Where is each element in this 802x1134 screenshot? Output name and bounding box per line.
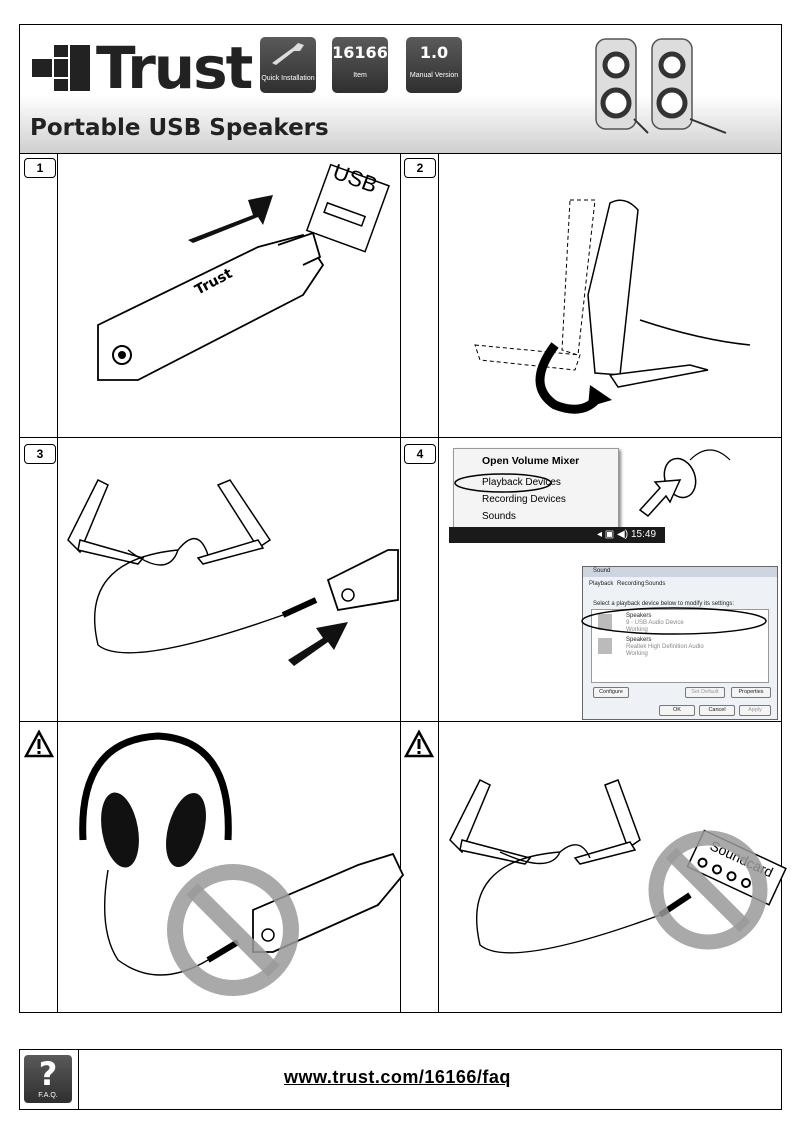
version-number: 1.0 [419, 43, 449, 62]
tab-playback[interactable]: Playback [589, 581, 614, 587]
usb-dongle-plug-in-illustration: USB Trust [97, 159, 390, 381]
mouse-right-click-illustration [638, 449, 731, 518]
device-2-status: Working [626, 651, 648, 657]
device-1-status: Working [626, 627, 648, 633]
faq-label: F.A.Q. [38, 1092, 58, 1099]
apply-button[interactable]: Apply [739, 705, 771, 716]
trust-logo-mark [32, 45, 90, 91]
warning-icon [403, 729, 435, 758]
cancel-button[interactable]: Cancel [699, 705, 735, 716]
tab-sounds[interactable]: Sounds [645, 581, 666, 587]
menu-item-recording-devices[interactable]: Recording Devices [482, 494, 566, 505]
wrench-icon [272, 43, 304, 65]
step-2-label: 2 [404, 158, 436, 178]
device-2-name[interactable]: Speakers [626, 637, 652, 643]
item-number: 16166 [332, 43, 388, 62]
speaker-device-icon [598, 614, 612, 630]
speaker-device-icon [598, 638, 612, 654]
trust-logo: Trust [32, 34, 253, 102]
no-soundcard-illustration: Soundcard [449, 778, 787, 954]
ok-button[interactable]: OK [659, 705, 695, 716]
quick-installation-label: Quick Installation [261, 75, 315, 82]
properties-button[interactable]: Properties [731, 687, 771, 698]
clock: 15:49 [631, 529, 657, 540]
usb-device-highlight-ellipse [581, 607, 767, 635]
configure-button[interactable]: Configure [593, 687, 629, 698]
version-label: Manual Version [409, 72, 459, 79]
menu-item-open-volume-mixer[interactable]: Open Volume Mixer [482, 455, 580, 467]
item-label: Item [353, 72, 367, 79]
page-title: Portable USB Speakers [30, 115, 329, 141]
version-badge: 1.0 Manual Version [406, 37, 462, 93]
faq-link[interactable]: www.trust.com/16166/faq [284, 1067, 511, 1087]
step-3-label: 3 [24, 444, 56, 464]
device-2-desc: Realtek High Definition Audio [626, 644, 704, 650]
usb-port-label: USB [330, 159, 381, 198]
playback-devices-highlight-ellipse [454, 473, 552, 493]
device-1-name[interactable]: Speakers [626, 613, 652, 619]
device-list: Speakers 9 - USB Audio Device Working Sp… [591, 609, 769, 683]
brand-name: Trust [96, 34, 253, 102]
footer: ? F.A.Q. www.trust.com/16166/faq [19, 1049, 782, 1110]
faq-icon: ? F.A.Q. [24, 1055, 72, 1103]
quick-installation-badge: Quick Installation [260, 37, 316, 93]
instruction-grid: 1 2 3 4 [19, 153, 782, 1013]
device-1-desc: 9 - USB Audio Device [626, 620, 684, 626]
sound-dialog: Sound Playback Recording Sounds Select a… [582, 566, 778, 720]
taskbar: ◂ ▣ ◀) 15:49 [449, 527, 665, 543]
dialog-titlebar: Sound [583, 567, 777, 577]
step-1-label: 1 [24, 158, 56, 178]
speaker-cable-connect-illustration [67, 478, 399, 666]
speakers-product-illustration [595, 38, 727, 134]
set-default-button[interactable]: Set Default [685, 687, 725, 698]
speaker-stand-unfold-illustration [474, 199, 751, 414]
warning-icon [23, 729, 55, 758]
speaker-tray-icon[interactable]: ◂ ▣ ◀) [597, 529, 629, 540]
menu-item-playback-devices[interactable]: Playback Devices [482, 477, 561, 488]
header: Trust Quick Installation 16166 Item 1.0 … [19, 24, 782, 154]
tab-recording[interactable]: Recording [617, 581, 645, 587]
menu-item-sounds[interactable]: Sounds [482, 511, 516, 522]
step-4-label: 4 [404, 444, 436, 464]
no-headphones-illustration [79, 732, 405, 996]
dialog-title: Sound [593, 568, 611, 574]
faq-icon-box: ? F.A.Q. [20, 1050, 79, 1109]
dialog-instruction: Select a playback device below to modify… [593, 601, 735, 607]
item-badge: 16166 Item [332, 37, 388, 93]
